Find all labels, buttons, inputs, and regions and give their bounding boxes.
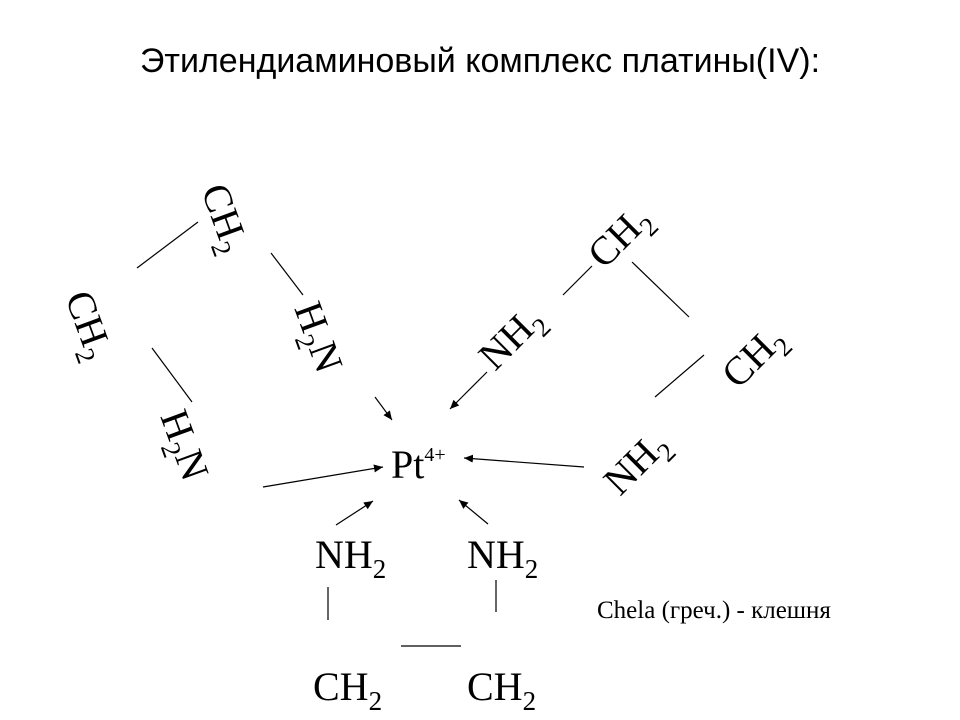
right-bond-nh2-ch2-upper: [562, 265, 593, 296]
left-h2n-lower: H2N: [145, 404, 219, 489]
left-bond-ch2-nh2-lower: [151, 347, 193, 403]
bottom-nh2-left: NH2: [315, 532, 386, 584]
right-lower-arrow: [463, 454, 585, 468]
left-h2n-upper: H2N: [279, 296, 353, 381]
svg-text:NH2: NH2: [470, 296, 557, 383]
bottom-nh2-right: NH2: [467, 532, 538, 584]
right-nh2-upper: NH2: [470, 296, 557, 383]
svg-text:NH2: NH2: [315, 532, 386, 584]
left-lower-arrow: [262, 464, 384, 488]
right-upper-arrow: [449, 371, 488, 410]
platinum-ion: Pt4+: [391, 442, 446, 487]
bottom-ch2-left: CH2: [313, 664, 382, 716]
svg-text:NH2: NH2: [595, 421, 682, 508]
svg-text:CH2: CH2: [50, 285, 122, 368]
left-ch2-bottom: CH2: [50, 285, 122, 368]
bottom-left-arrow: [335, 500, 374, 526]
page-title: Этилендиаминовый комплекс платины(IV):: [139, 42, 821, 80]
left-bond-ch2-nh2-upper: [270, 252, 304, 296]
right-bond-ch2-ch2: [631, 261, 690, 318]
left-bond-ch2-ch2: [136, 221, 199, 269]
svg-text:CH2: CH2: [186, 178, 258, 261]
left-upper-arrow: [374, 396, 393, 421]
svg-text:CH2: CH2: [713, 316, 799, 402]
svg-text:Pt4+: Pt4+: [391, 442, 446, 487]
right-nh2-lower: NH2: [595, 421, 682, 508]
svg-text:H2N: H2N: [279, 296, 352, 381]
left-ch2-top: CH2: [186, 178, 258, 261]
svg-text:NH2: NH2: [467, 532, 538, 584]
bottom-ch2-right: CH2: [467, 664, 536, 716]
svg-text:CH2: CH2: [579, 196, 665, 282]
svg-text:CH2: CH2: [313, 664, 382, 716]
svg-text:H2N: H2N: [145, 404, 218, 489]
right-bond-ch2-nh2-lower: [654, 354, 705, 398]
chela-note: Chela (греч.) - клешня: [597, 597, 831, 624]
right-ch2-bottom: CH2: [713, 316, 799, 402]
right-ch2-top: CH2: [579, 196, 665, 282]
svg-text:CH2: CH2: [467, 664, 536, 716]
bottom-right-arrow: [458, 499, 489, 525]
